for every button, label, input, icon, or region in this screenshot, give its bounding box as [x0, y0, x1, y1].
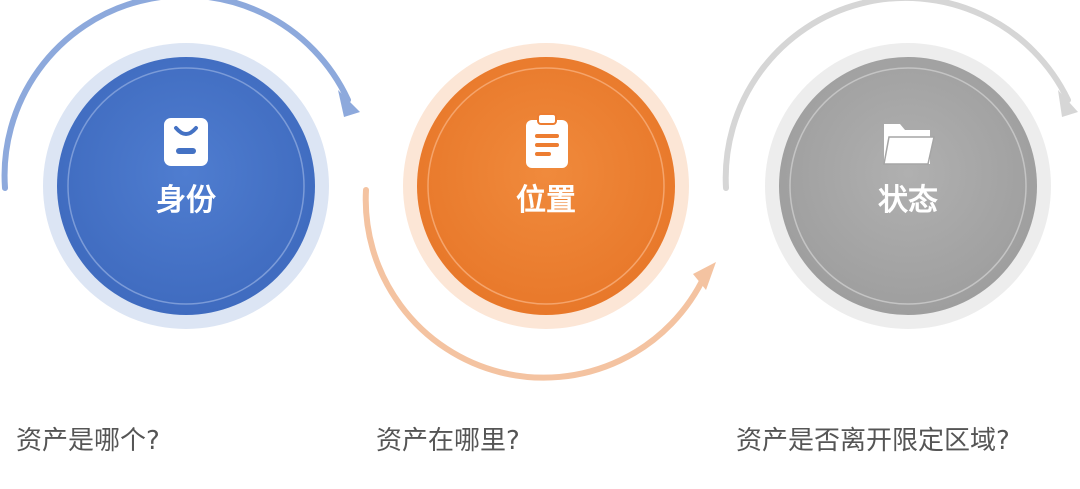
circle-inner-ring-blue	[67, 67, 305, 305]
step-location: 位置	[362, 43, 716, 381]
cycle-arrow-blue	[1, 0, 351, 191]
step-label-identity: 身份	[156, 183, 216, 218]
circle-identity	[57, 57, 315, 315]
step-identity: 身份	[1, 0, 360, 329]
cycle-arrow-orange	[362, 187, 708, 381]
cycle-arrow-gray	[722, 0, 1071, 191]
clipboard-icon	[526, 113, 568, 168]
circle-inner-ring-gray	[789, 67, 1027, 305]
arrowhead-orange	[693, 262, 716, 290]
step-label-status: 状态	[878, 183, 938, 218]
circle-inner-ring-orange	[427, 67, 665, 305]
id-badge-icon	[164, 118, 208, 166]
circle-status	[779, 57, 1037, 315]
folder-icon	[883, 124, 935, 165]
circle-location	[417, 57, 675, 315]
step-label-location: 位置	[516, 183, 576, 218]
caption-identity-question: 资产是哪个?	[16, 426, 160, 456]
arrowhead-blue	[338, 90, 360, 117]
caption-status-question: 资产是否离开限定区域?	[736, 426, 1010, 456]
step-status: 状态	[722, 0, 1078, 329]
arrowhead-gray	[1058, 90, 1078, 117]
caption-location-question: 资产在哪里?	[376, 426, 520, 456]
